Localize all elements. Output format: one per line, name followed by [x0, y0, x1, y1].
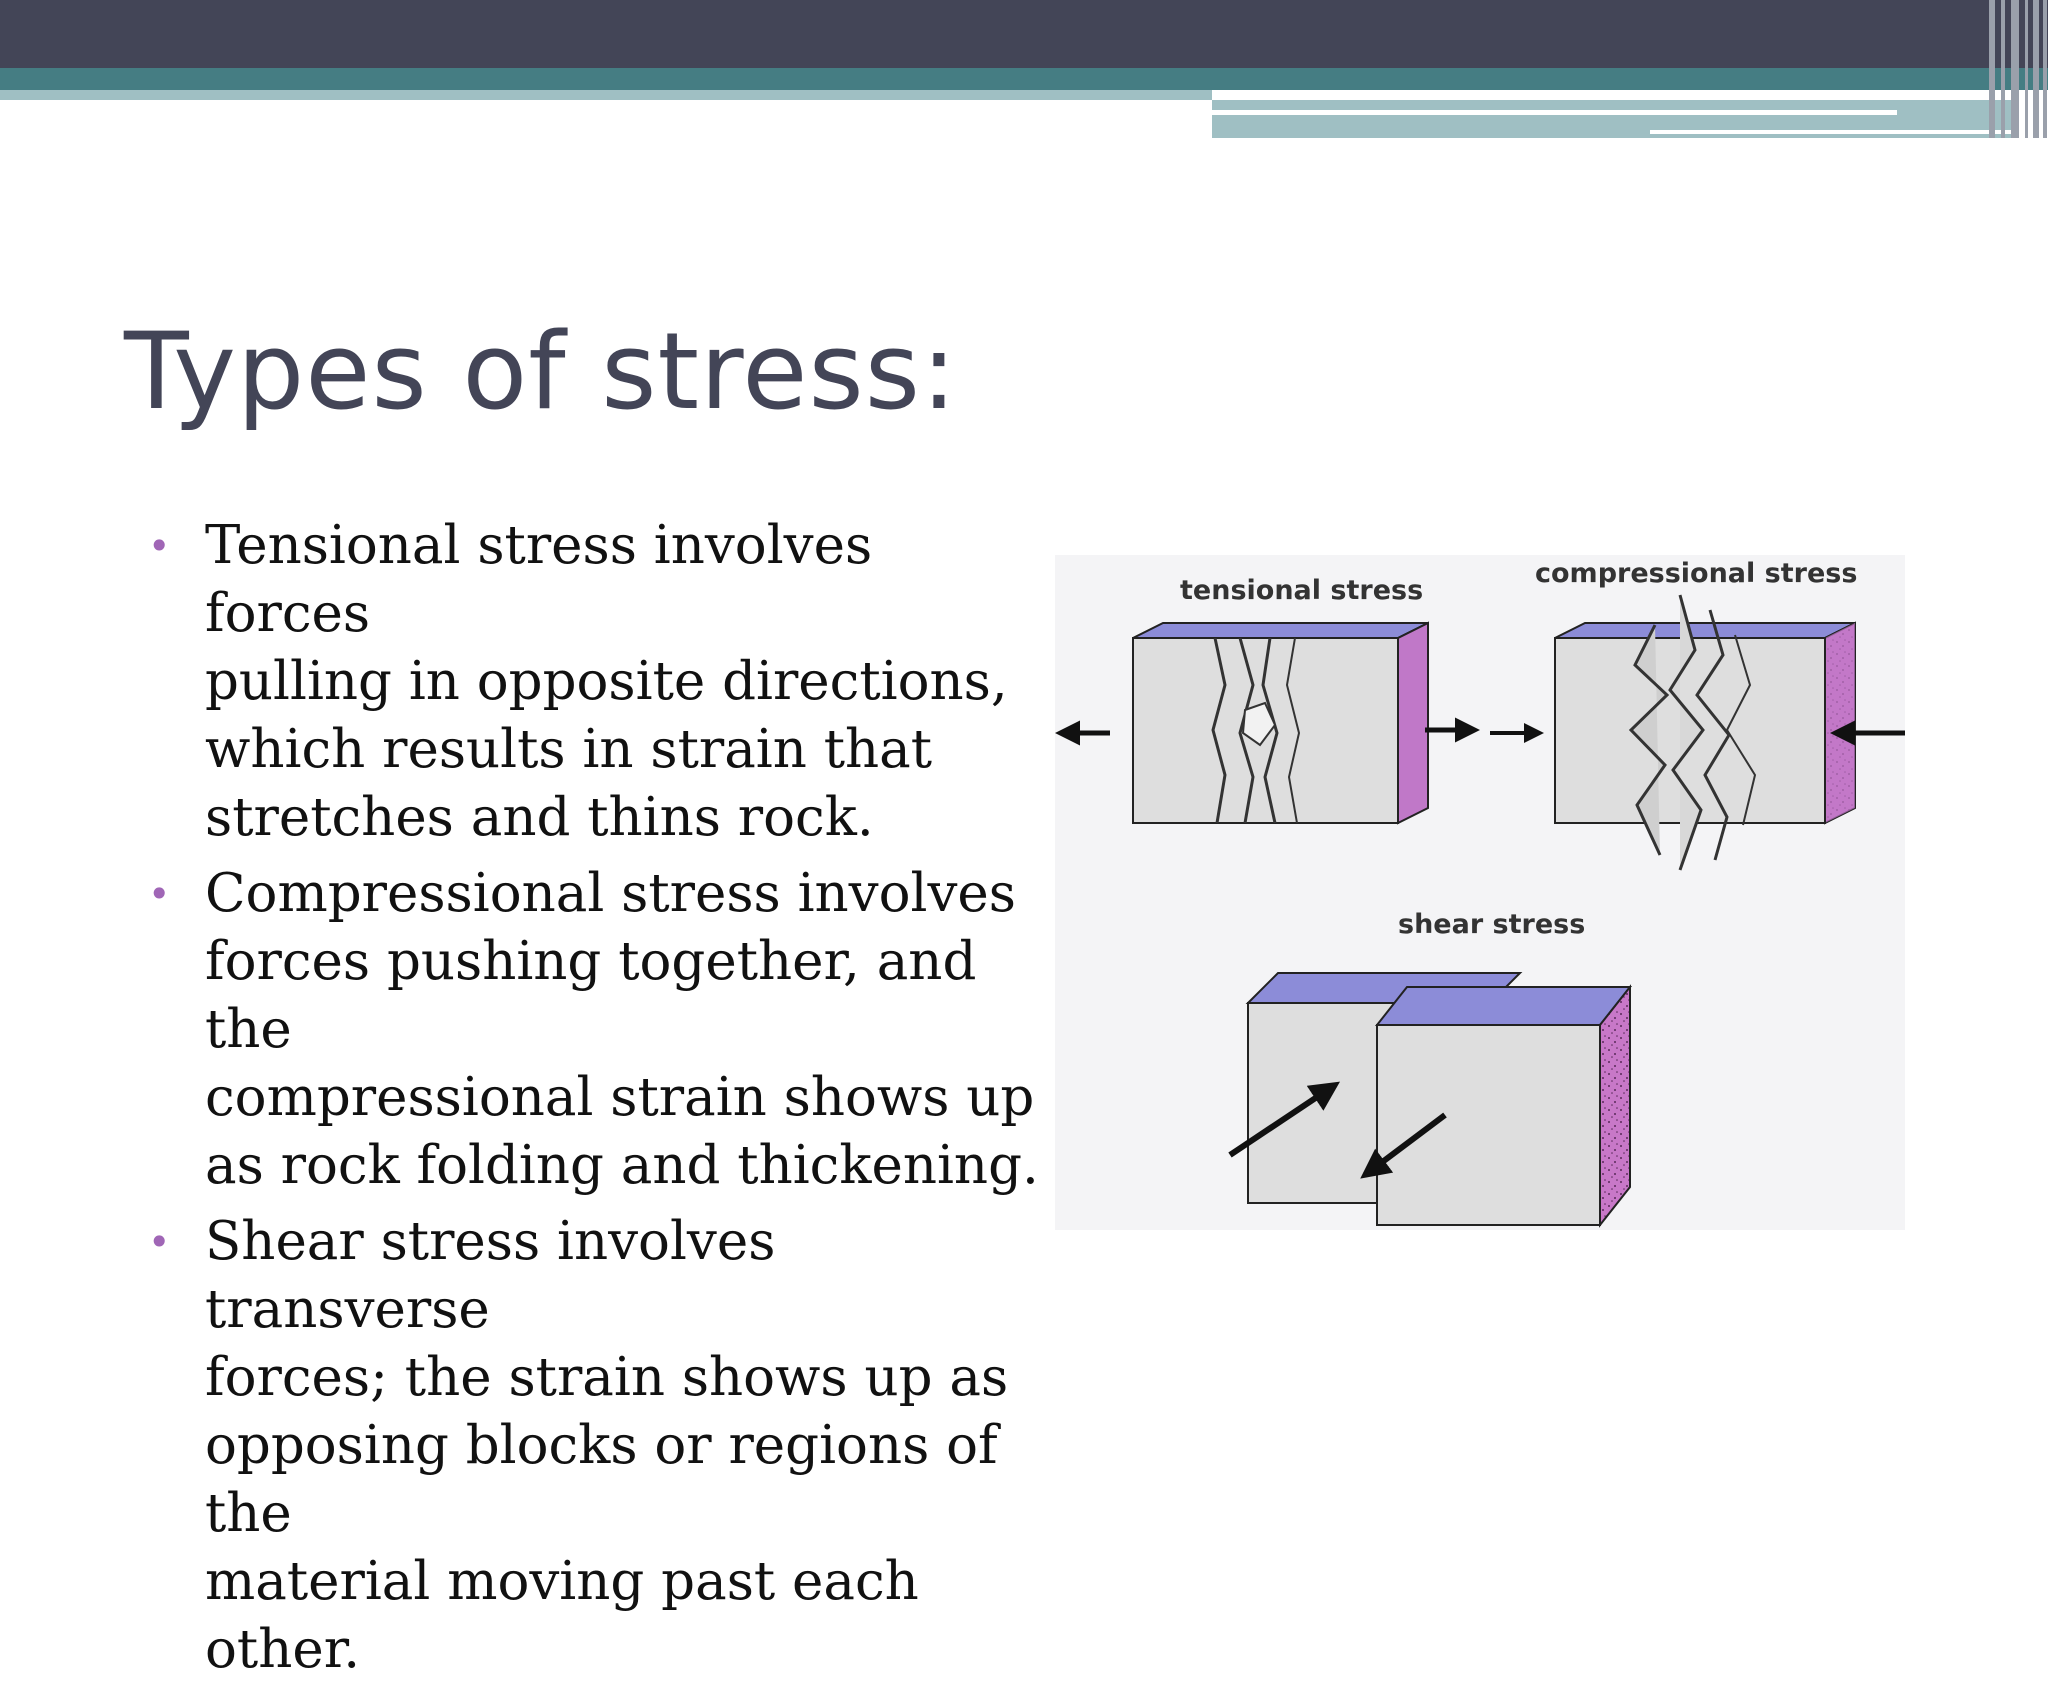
header-teal-band — [0, 68, 2048, 90]
bullet-dot-icon: • — [148, 872, 171, 916]
shear-up-arrow-icon — [1228, 1081, 1340, 1158]
slide-title: Types of stress: — [124, 310, 958, 433]
bullet-line: opposing blocks or regions of the — [205, 1415, 998, 1544]
bullet-line: stretches and thins rock. — [205, 787, 874, 848]
header-white-line-short — [1650, 130, 2012, 134]
shear-stress-label: shear stress — [1398, 909, 1585, 940]
bullet-line: Shear stress involves transverse — [205, 1211, 776, 1340]
shear-stress-blocks — [1245, 972, 1633, 1228]
bullet-line: compressional strain shows up — [205, 1067, 1035, 1128]
bullet-line: forces; the strain shows up as — [205, 1347, 1009, 1408]
bullet-line: material moving past each other. — [205, 1551, 919, 1680]
shear-down-arrow-icon — [1360, 1112, 1447, 1179]
bullet-item-shear: • Shear stress involves transverse force… — [148, 1208, 1048, 1684]
header-white-line — [1212, 110, 1897, 115]
tensional-stress-block — [1132, 621, 1429, 825]
bullet-dot-icon: • — [148, 524, 171, 568]
compressional-stress-block — [1554, 594, 1856, 871]
bullet-line: Compressional stress involves — [205, 863, 1016, 924]
stress-diagram: tensional stress compressional stress sh… — [1055, 555, 1905, 1230]
compressional-stress-label: compressional stress — [1535, 558, 1857, 589]
bullet-line: forces pushing together, and the — [205, 931, 977, 1060]
bullet-line: as rock folding and thickening. — [205, 1135, 1039, 1196]
bullet-item-compressional: • Compressional stress involves forces p… — [148, 860, 1048, 1200]
bullet-line: pulling in opposite directions, — [205, 651, 1008, 712]
bullet-dot-icon: • — [148, 1220, 171, 1264]
bullet-line: which results in strain that — [205, 719, 933, 780]
header-light-band-left — [0, 90, 1212, 100]
header-dark-bar — [0, 0, 2048, 68]
bullet-list: • Tensional stress involves forces pulli… — [148, 512, 1048, 1692]
bullet-item-tensional: • Tensional stress involves forces pulli… — [148, 512, 1048, 852]
tensional-stress-label: tensional stress — [1180, 575, 1423, 606]
header-right-stripes — [1985, 0, 2048, 138]
bullet-line: Tensional stress involves forces — [205, 515, 873, 644]
